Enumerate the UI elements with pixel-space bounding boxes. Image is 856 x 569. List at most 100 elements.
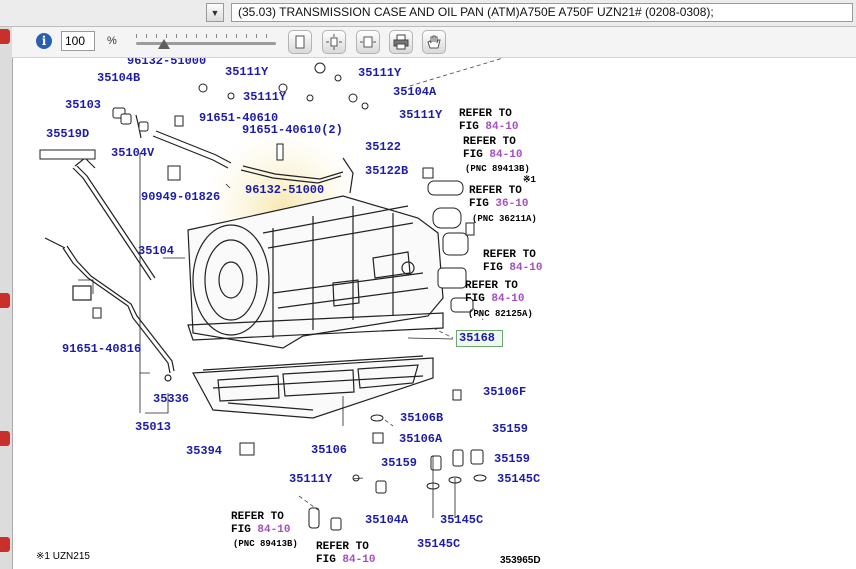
part-label[interactable]: 35111Y <box>358 66 402 80</box>
zoom-slider-ticks <box>136 34 276 38</box>
part-label-selected[interactable]: 35168 <box>459 331 496 345</box>
part-label[interactable]: 35122 <box>365 140 402 154</box>
fig-text: FIG <box>231 524 251 536</box>
selected-part-highlight <box>456 330 503 347</box>
refer-text: REFER TO <box>469 185 522 197</box>
section-select[interactable]: (35.03) TRANSMISSION CASE AND OIL PAN (A… <box>231 3 853 22</box>
leader-lines <box>78 153 456 518</box>
diagram-drawing <box>39 58 504 531</box>
hand-icon <box>427 35 441 49</box>
fig-link[interactable]: 84-10 <box>257 524 291 536</box>
part-label[interactable]: 35106A <box>399 432 443 446</box>
part-label[interactable]: 35145C <box>417 537 461 551</box>
dipstick-tube <box>44 157 175 382</box>
refer-text: REFER TO <box>483 249 536 261</box>
part-label[interactable]: 35159 <box>381 456 418 470</box>
refer-to-note[interactable]: REFER TO FIG 84-10 <box>459 108 518 134</box>
zoom-slider-thumb[interactable] <box>158 39 170 49</box>
refer-text: REFER TO <box>459 108 512 120</box>
panel-tab[interactable] <box>0 537 10 552</box>
refer-to-note[interactable]: REFER TO FIG 84-10 <box>231 511 290 537</box>
dashed-leaders <box>298 58 504 511</box>
part-label[interactable]: 35111Y <box>243 90 287 104</box>
part-label[interactable]: 35111Y <box>225 65 269 79</box>
refer-to-note[interactable]: REFER TO FIG 84-10 <box>463 136 522 162</box>
part-label[interactable]: 91651-40816 <box>62 342 142 356</box>
left-panel-strip <box>0 27 13 569</box>
fig-text: FIG <box>459 121 479 133</box>
pnc-note: (PNC 82125A) <box>468 309 533 319</box>
fig-link[interactable]: 84-10 <box>509 262 543 274</box>
zoom-slider[interactable] <box>136 42 276 45</box>
fig-link[interactable]: 84-10 <box>342 554 376 566</box>
refer-to-note[interactable]: REFER TO FIG 84-10 <box>316 541 375 567</box>
part-label[interactable]: 91651-40610 <box>199 111 279 125</box>
part-label[interactable]: 35159 <box>494 452 531 466</box>
zoom-input[interactable]: 100 <box>61 31 95 51</box>
part-label[interactable]: 35013 <box>135 420 172 434</box>
fig-link[interactable]: 84-10 <box>489 149 523 161</box>
part-label[interactable]: 96132-51000 <box>127 58 207 68</box>
refer-to-note[interactable]: REFER TO FIG 84-10 <box>465 280 524 306</box>
refer-text: REFER TO <box>463 136 516 148</box>
part-label[interactable]: 35519D <box>46 127 90 141</box>
diagram-id: 353965D <box>500 555 541 566</box>
part-label[interactable]: 35104B <box>97 71 141 85</box>
fig-link[interactable]: 84-10 <box>491 293 525 305</box>
info-icon[interactable]: i <box>36 33 52 49</box>
fit-both-icon <box>326 34 342 50</box>
part-label[interactable]: 91651-40610(2) <box>242 123 343 137</box>
part-label[interactable]: 35111Y <box>289 472 333 486</box>
fit-both-button[interactable] <box>322 30 346 54</box>
dropdown-arrow-icon[interactable]: ▼ <box>206 3 224 22</box>
part-label[interactable]: 35106F <box>483 385 527 399</box>
part-label[interactable]: 90949-01826 <box>141 190 221 204</box>
panel-tab[interactable] <box>0 431 10 446</box>
panel-tab[interactable] <box>0 293 10 308</box>
viewer-toolbar: i 100 % <box>12 27 856 58</box>
part-label[interactable]: 35394 <box>186 444 223 458</box>
part-label[interactable]: 35103 <box>65 98 102 112</box>
fit-page-button[interactable] <box>288 30 312 54</box>
title-bar: ▼ (35.03) TRANSMISSION CASE AND OIL PAN … <box>0 0 856 27</box>
note-mark: ※1 <box>523 175 536 185</box>
fig-text: FIG <box>469 198 489 210</box>
fit-width-button[interactable] <box>356 30 380 54</box>
refer-text: REFER TO <box>231 511 284 523</box>
fig-link[interactable]: 36-10 <box>495 198 529 210</box>
fig-text: FIG <box>465 293 485 305</box>
fit-width-icon <box>360 36 376 48</box>
hoses <box>135 114 354 194</box>
refer-text: REFER TO <box>465 280 518 292</box>
fit-page-icon <box>295 35 305 49</box>
print-button[interactable] <box>389 30 413 54</box>
part-label[interactable]: 96132-51000 <box>245 183 325 197</box>
part-label[interactable]: 35145C <box>497 472 541 486</box>
fig-link[interactable]: 84-10 <box>485 121 519 133</box>
panel-tab[interactable] <box>0 29 10 44</box>
part-label[interactable]: 35104V <box>111 146 155 160</box>
part-label[interactable]: 35159 <box>492 422 529 436</box>
pnc-note: (PNC 89413B) <box>233 539 298 549</box>
dipstick-guide <box>39 149 96 160</box>
pnc-note: (PNC 36211A) <box>472 214 537 224</box>
part-label[interactable]: 35145C <box>440 513 484 527</box>
part-label[interactable]: 35106B <box>400 411 444 425</box>
pan-button[interactable] <box>422 30 446 54</box>
refer-text: REFER TO <box>316 541 369 553</box>
part-label[interactable]: 35111Y <box>399 108 443 122</box>
part-label[interactable]: 35122B <box>365 164 409 178</box>
refer-to-note[interactable]: REFER TO FIG 36-10 <box>469 185 528 211</box>
part-label[interactable]: 35336 <box>153 392 190 406</box>
part-label[interactable]: 35104A <box>393 85 437 99</box>
pnc-note: (PNC 89413B) <box>465 164 530 174</box>
oil-pan <box>187 312 444 419</box>
part-label[interactable]: 35104 <box>138 244 175 258</box>
parts-diagram: 96132-51000 35111Y 35111Y 35104B 35111Y … <box>13 58 856 569</box>
fig-text: FIG <box>316 554 336 566</box>
part-label[interactable]: 35104A <box>365 513 409 527</box>
refer-to-note[interactable]: REFER TO FIG 84-10 <box>483 249 542 275</box>
part-label[interactable]: 35106 <box>311 443 348 457</box>
fig-text: FIG <box>463 149 483 161</box>
fig-text: FIG <box>483 262 503 274</box>
